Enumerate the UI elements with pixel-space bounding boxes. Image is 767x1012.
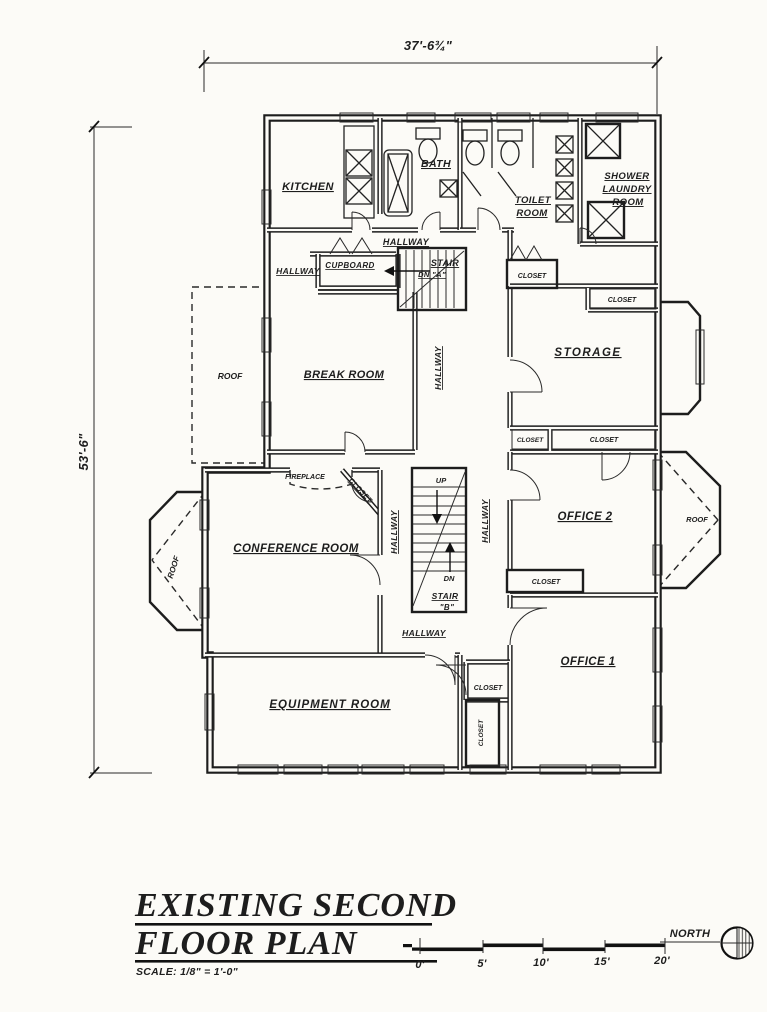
label-kitchen: KITCHEN [282, 181, 334, 193]
label-closet-office1: CLOSET [474, 685, 503, 692]
laundry-sinks [555, 135, 574, 223]
dimension-left: 53'-6" [76, 120, 152, 779]
stair-b [410, 466, 468, 614]
title-line-1: EXISTING SECOND [134, 887, 457, 924]
label-stair-b-dn: DN [444, 574, 455, 583]
closet-office1-lower [464, 698, 501, 768]
label-closet-conference: CLOSET [347, 477, 373, 505]
scale-tick-20: 20' [653, 955, 670, 967]
closets [464, 258, 657, 768]
closet-toilet [505, 258, 559, 290]
windows [199, 112, 705, 775]
label-office-1: OFFICE 1 [561, 656, 616, 668]
label-storage: STORAGE [554, 347, 621, 359]
roof-areas [148, 286, 722, 632]
conference-bay-wall [148, 490, 205, 632]
closet-mid-wide [551, 429, 657, 450]
room-labels: KITCHEN BATH TOILET ROOM SHOWER LAUNDRY … [166, 158, 708, 747]
roof-outline-upper-left [191, 286, 269, 464]
label-bath: BATH [421, 158, 451, 170]
stair-a [384, 246, 468, 312]
label-stair-b-2: "B" [440, 603, 455, 612]
label-hallway-top: HALLWAY [383, 237, 430, 247]
label-toilet-room-1: TOILET [515, 195, 552, 206]
label-equipment-room: EQUIPMENT ROOM [269, 699, 390, 711]
closet-storage-top [589, 288, 657, 310]
label-roof-upper-left: ROOF [218, 371, 243, 381]
kitchen-counter [343, 125, 375, 219]
label-closet-office2-bottom: CLOSET [532, 579, 561, 586]
label-shower-laundry-3: ROOM [612, 197, 644, 208]
scale-tick-10: 10' [533, 957, 549, 969]
label-cupboard: CUPBOARD [325, 261, 374, 270]
title-line-2: FLOOR PLAN [134, 925, 358, 962]
label-shower-laundry-2: LAUNDRY [602, 184, 652, 195]
scale-tick-5: 5' [477, 958, 486, 970]
label-hallway-mid-vert: HALLWAY [433, 345, 443, 390]
exterior-walls [201, 114, 662, 774]
label-stair-a-2: DN "A" [418, 270, 446, 279]
office2-bay-wall [658, 450, 722, 590]
label-closet-storage-top: CLOSET [608, 297, 637, 304]
fixtures [289, 118, 626, 490]
label-closet-toilet: CLOSET [518, 273, 547, 280]
label-roof-left-bay: ROOF [166, 554, 182, 580]
label-stair-b-1: STAIR [432, 591, 459, 601]
label-fireplace: FIREPLACE [285, 474, 325, 481]
label-toilet-room-2: ROOM [516, 208, 548, 219]
bathtub [383, 149, 413, 217]
dimension-left-text: 53'-6" [76, 433, 91, 471]
label-stair-b-up: UP [436, 476, 447, 485]
dimension-top: 37'-6¾" [198, 38, 663, 114]
label-shower-laundry-1: SHOWER [604, 171, 649, 182]
label-closet-office1-lower: CLOSET [478, 719, 485, 746]
storage-bay-wall [658, 300, 702, 416]
bath-toilet [415, 127, 441, 164]
label-closet-mid-small: CLOSET [517, 437, 544, 444]
bath-sink [439, 179, 458, 198]
dimension-top-text: 37'-6¾" [404, 38, 453, 53]
label-hallway-lower: HALLWAY [402, 628, 447, 638]
closet-mid-small [511, 429, 549, 450]
scale-bar: 0' 5' 10' 15' 20' [403, 938, 670, 971]
label-closet-mid-wide: CLOSET [590, 437, 619, 444]
scale-tick-15: 15' [594, 956, 610, 968]
doors [329, 207, 631, 696]
showers [584, 122, 626, 240]
scale-tick-0: 0' [415, 959, 424, 971]
label-office-2: OFFICE 2 [558, 511, 613, 523]
toilet-stalls [462, 118, 534, 197]
label-stair-a-1: STAIR [431, 258, 459, 268]
label-hallway-left: HALLWAY [276, 266, 321, 276]
north-arrow: NORTH [660, 926, 754, 960]
title-block: EXISTING SECOND FLOOR PLAN SCALE: 1/8" =… [134, 887, 457, 978]
north-label: NORTH [670, 928, 711, 940]
label-conference-room: CONFERENCE ROOM [233, 543, 358, 555]
label-break-room: BREAK ROOM [304, 369, 385, 381]
label-hallway-west-vert: HALLWAY [389, 509, 399, 554]
label-roof-right-bay: ROOF [686, 515, 708, 524]
closet-office2-bottom [505, 568, 585, 594]
scale-note: SCALE: 1/8" = 1'-0" [136, 966, 239, 978]
label-hallway-east-vert: HALLWAY [480, 498, 490, 543]
fireplace [289, 470, 353, 490]
interior-walls [205, 118, 658, 770]
